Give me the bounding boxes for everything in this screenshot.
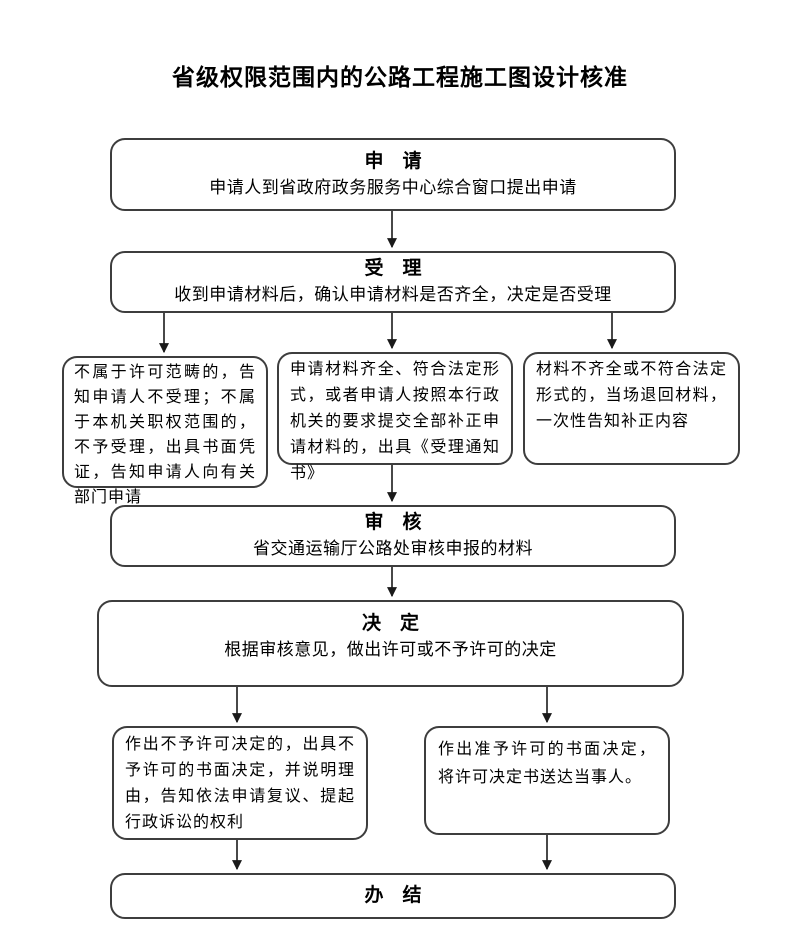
node-finish: 办 结 — [110, 873, 676, 919]
node-review: 审 核 省交通运输厅公路处审核申报的材料 — [110, 505, 676, 567]
node-branch-not-in-scope: 不属于许可范畴的，告知申请人不受理；不属于本机关职权范围的，不予受理，出具书面凭… — [62, 356, 268, 506]
node-decide-desc: 根据审核意见，做出许可或不予许可的决定 — [224, 640, 557, 659]
node-branch-materials-missing: 材料不齐全或不符合法定形式的，当场退回材料，一次性告知补正内容 — [523, 352, 740, 465]
node-apply: 申 请 申请人到省政府政务服务中心综合窗口提出申请 — [110, 138, 676, 211]
node-decide-heading: 决 定 — [361, 613, 419, 634]
node-apply-desc: 申请人到省政府政务服务中心综合窗口提出申请 — [209, 177, 577, 197]
node-accept: 受 理 收到申请材料后，确认申请材料是否齐全，决定是否受理 — [110, 251, 676, 313]
node-review-desc: 省交通运输厅公路处审核申报的材料 — [253, 539, 533, 558]
node-finish-heading: 办 结 — [364, 885, 422, 906]
page-title: 省级权限范围内的公路工程施工图设计核准 — [172, 65, 628, 90]
node-branch-materials-ok: 申请材料齐全、符合法定形式，或者申请人按照本行政机关的要求提交全部补正申请材料的… — [277, 352, 513, 482]
node-review-heading: 审 核 — [364, 512, 422, 533]
node-deny: 作出不予许可决定的，出具不予许可的书面决定，并说明理由，告知依法申请复议、提起行… — [112, 726, 368, 840]
node-decide: 决 定 根据审核意见，做出许可或不予许可的决定 — [97, 600, 684, 687]
node-apply-heading: 申 请 — [364, 150, 422, 172]
node-accept-heading: 受 理 — [364, 258, 422, 279]
node-grant: 作出准予许可的书面决定，将许可决定书送达当事人。 — [424, 726, 670, 835]
node-accept-desc: 收到申请材料后，确认申请材料是否齐全，决定是否受理 — [174, 285, 612, 304]
